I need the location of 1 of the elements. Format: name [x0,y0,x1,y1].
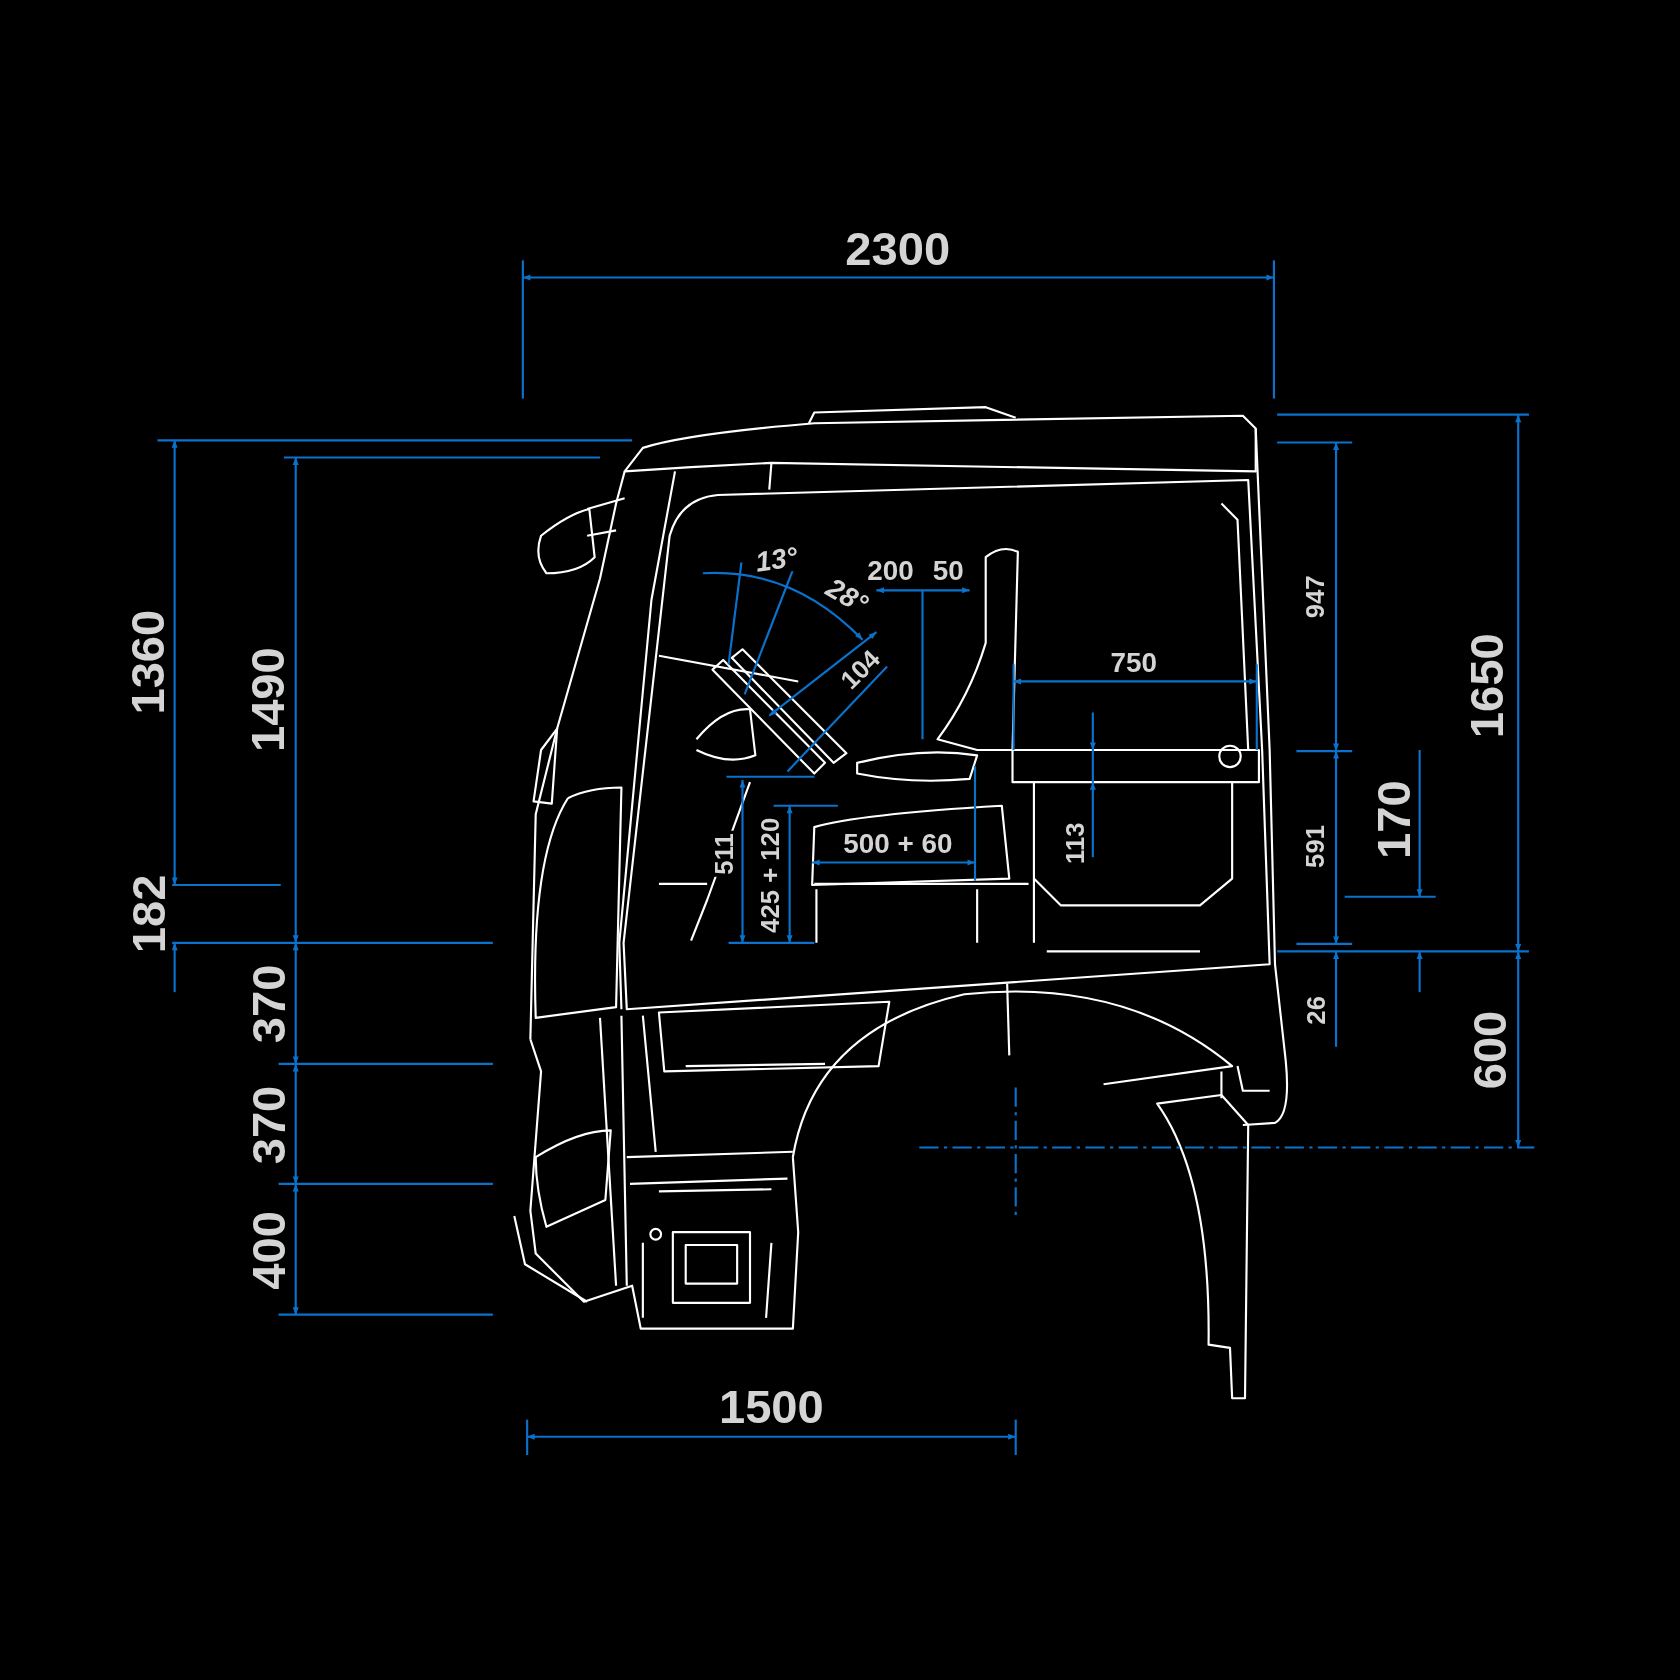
dimension-label: 511 [711,831,737,877]
